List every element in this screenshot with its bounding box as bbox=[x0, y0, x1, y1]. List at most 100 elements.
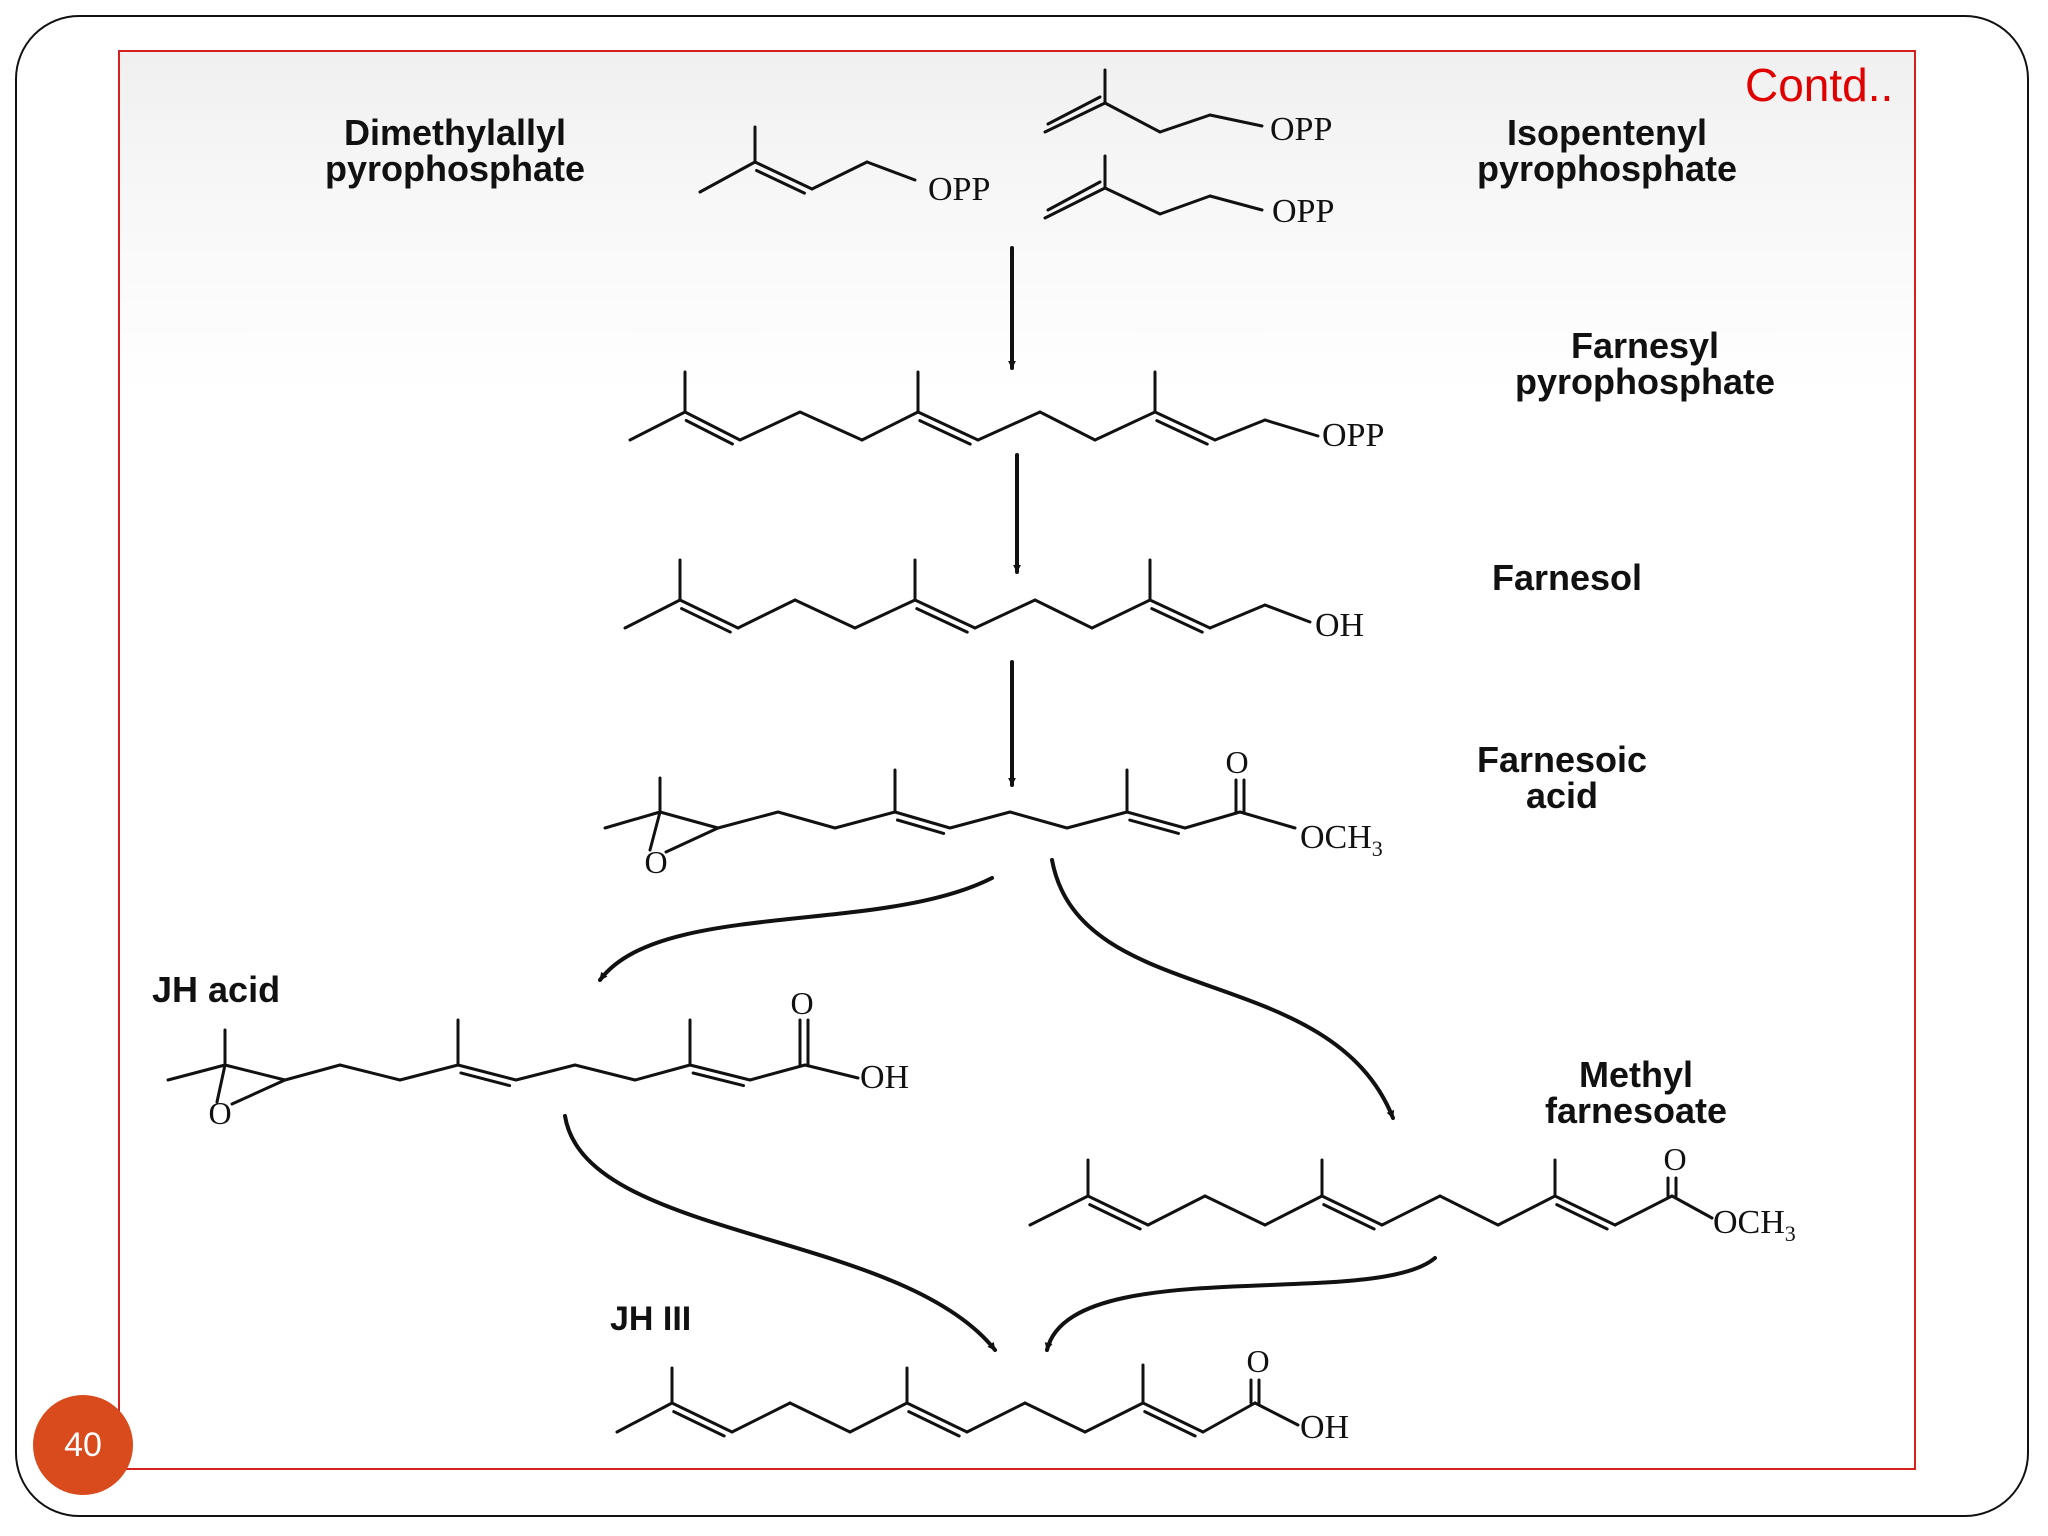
farnesol-bond bbox=[1033, 598, 1094, 630]
farnesoic-bond bbox=[776, 810, 837, 830]
molecule-skeletons bbox=[166, 68, 1714, 1438]
ipp2-bond bbox=[1158, 194, 1212, 216]
label-farnesyl-line2: pyrophosphate bbox=[1515, 361, 1775, 402]
jhiii-bond bbox=[1201, 1401, 1257, 1434]
ipp2-bond bbox=[1043, 186, 1107, 220]
jhiii-bond bbox=[788, 1401, 852, 1434]
jhacid-bond bbox=[283, 1063, 342, 1082]
dmapp-bond bbox=[753, 160, 814, 191]
fpp-bond bbox=[1038, 410, 1097, 442]
jhiii-bond bbox=[905, 1401, 969, 1434]
farnesoic-bond bbox=[658, 810, 720, 830]
ipp2-double-bond bbox=[1046, 180, 1102, 212]
jhacid-bond bbox=[456, 1063, 518, 1082]
jhiii-bond bbox=[1253, 1401, 1300, 1427]
farnesol-bond bbox=[913, 598, 977, 630]
label-farnesoic-line1: Farnesoic bbox=[1477, 739, 1647, 780]
farnesol-bond bbox=[1208, 603, 1267, 630]
jhiii-bond bbox=[965, 1401, 1027, 1434]
mf-bond bbox=[1320, 1194, 1384, 1227]
jhacid-bond bbox=[748, 1063, 807, 1082]
ipp2-bond bbox=[1208, 194, 1264, 212]
dmapp-bond bbox=[865, 160, 917, 182]
group-mf-carbonyl-o: O bbox=[1663, 1141, 1686, 1177]
fpp-bond bbox=[1263, 418, 1320, 438]
ipp1-bond bbox=[1208, 113, 1264, 128]
arrow-jh-acid-to-jh-iii bbox=[563, 1114, 997, 1352]
farnesoic-bond bbox=[1125, 810, 1187, 830]
jhacid-bond bbox=[688, 1063, 752, 1082]
fpp-bond bbox=[976, 410, 1042, 442]
jhacid-bond bbox=[223, 1063, 287, 1082]
mf-bond bbox=[1203, 1194, 1267, 1227]
group-farnesoic-carbonyl-o: O bbox=[1225, 744, 1248, 780]
group-jhiii-oh: OH bbox=[1300, 1409, 1349, 1446]
group-ipp2-opp: OPP bbox=[1272, 193, 1334, 230]
mf-bond bbox=[1553, 1194, 1617, 1227]
label-farnesol: Farnesol bbox=[1492, 557, 1642, 598]
content-box bbox=[118, 50, 1916, 1470]
farnesoic-bond bbox=[1065, 810, 1129, 830]
farnesoic-epoxide-o-right bbox=[664, 826, 720, 854]
farnesoic-bond bbox=[603, 810, 662, 830]
group-jhacid-carbonyl-o: O bbox=[790, 985, 813, 1021]
group-jhiii-carbonyl-o: O bbox=[1246, 1343, 1269, 1379]
mf-bond bbox=[1613, 1194, 1674, 1227]
mf-bond bbox=[1380, 1194, 1442, 1227]
jhacid-bond bbox=[166, 1063, 227, 1082]
label-dimethylallyl-line2: pyrophosphate bbox=[325, 148, 585, 189]
jhacid-bond bbox=[338, 1063, 402, 1082]
label-dimethylallyl-line1: Dimethylallyl bbox=[344, 112, 566, 153]
farnesol-bond bbox=[736, 598, 797, 630]
farnesoic-bond bbox=[833, 810, 897, 830]
jhiii-bond bbox=[615, 1401, 674, 1434]
group-ipp1-opp: OPP bbox=[1270, 111, 1332, 148]
farnesol-bond bbox=[1090, 598, 1152, 630]
farnesoic-bond bbox=[948, 810, 1012, 830]
fpp-double-bond bbox=[1155, 419, 1209, 446]
group-mf-och3: OCH3 bbox=[1713, 1204, 1796, 1246]
jhacid-bond bbox=[633, 1063, 692, 1082]
fpp-bond bbox=[860, 410, 920, 442]
farnesol-bond bbox=[853, 598, 917, 630]
farnesoic-bond bbox=[1238, 810, 1297, 830]
fpp-bond bbox=[628, 410, 687, 442]
fpp-bond bbox=[683, 410, 742, 442]
ipp1-bond bbox=[1043, 101, 1107, 134]
label-farnesyl-line1: Farnesyl bbox=[1571, 325, 1719, 366]
jhiii-bond bbox=[730, 1401, 792, 1434]
jhiii-double-bond bbox=[1143, 1410, 1197, 1438]
reaction-arrows bbox=[563, 246, 1437, 1352]
fpp-double-bond bbox=[918, 419, 972, 446]
ipp1-double-bond bbox=[1046, 95, 1102, 126]
farnesol-bond bbox=[1148, 598, 1212, 630]
farnesol-bond bbox=[973, 598, 1037, 630]
fpp-bond bbox=[1153, 410, 1217, 442]
fpp-bond bbox=[1093, 410, 1157, 442]
mf-bond bbox=[1670, 1194, 1714, 1220]
jhacid-double-bond bbox=[459, 1071, 512, 1088]
group-jhacid-epoxide-o: O bbox=[208, 1095, 231, 1131]
arrow-methyl-farnesoate-to-jh-iii bbox=[1044, 1256, 1437, 1352]
jhiii-bond bbox=[1023, 1401, 1087, 1434]
group-fpp-opp: OPP bbox=[1322, 417, 1384, 454]
jhiii-bond bbox=[1083, 1401, 1145, 1434]
label-jh-iii: JH III bbox=[610, 1300, 691, 1338]
fpp-bond bbox=[738, 410, 802, 442]
fpp-bond bbox=[1213, 418, 1267, 442]
jhiii-double-bond bbox=[907, 1410, 961, 1438]
continued-label: Contd.. bbox=[1745, 59, 1894, 111]
farnesoic-epoxide-o-left bbox=[648, 810, 662, 852]
farnesoic-bond bbox=[716, 810, 780, 830]
farnesol-bond bbox=[793, 598, 857, 630]
mf-double-bond bbox=[1322, 1203, 1376, 1231]
label-isopentenyl-line1: Isopentenyl bbox=[1507, 112, 1707, 153]
farnesol-double-bond bbox=[915, 607, 969, 634]
label-methyl-farnesoate-line1: Methyl bbox=[1579, 1054, 1693, 1095]
arrow-farnesoic-to-methyl-farnesoate bbox=[1050, 858, 1395, 1120]
jhacid-bond bbox=[398, 1063, 460, 1082]
mf-double-bond bbox=[1555, 1203, 1609, 1231]
mf-double-bond bbox=[1088, 1203, 1142, 1231]
jhacid-bond bbox=[573, 1063, 637, 1082]
